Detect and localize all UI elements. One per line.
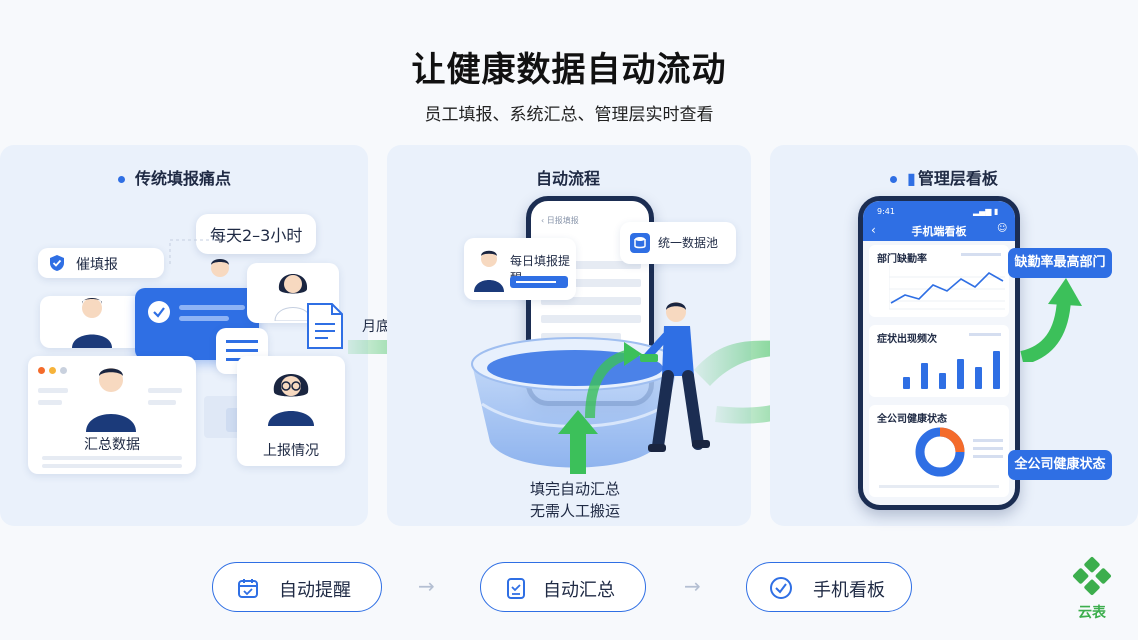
report-status-label: 上报情况	[263, 443, 319, 459]
green-arrow-up-right	[1020, 278, 1082, 362]
time-bubble: 每天2–3小时	[196, 214, 317, 254]
auto-summary-caption: 填完自动汇总 无需人工搬运	[500, 478, 650, 522]
status-time: 9:41	[877, 207, 895, 216]
dashboard-phone-header: 9:41 ▂▄▆ ▮ ‹ 手机端看板 ☺	[863, 201, 1015, 241]
unified-pool-label: 统一数据池	[658, 236, 719, 250]
panel-dashboard-title: ▮管理层看板	[890, 165, 998, 189]
avatar-woman-icon	[274, 274, 312, 321]
report-status-card: 上报情况	[237, 356, 345, 466]
bullet-dot	[118, 176, 125, 183]
remind-tag-label: 催填报	[76, 257, 118, 273]
unified-pool-card: 统一数据池	[620, 222, 736, 264]
company-health-section: 全公司健康状态	[869, 405, 1009, 497]
avatar-woman-glasses-icon	[268, 374, 314, 426]
brand-logo-text: 云表	[1078, 605, 1106, 621]
avatar-man-icon	[72, 298, 112, 348]
database-icon	[630, 233, 650, 253]
step-auto-reminder-label: 自动提醒	[279, 580, 351, 601]
absence-rate-section: 部门缺勤率	[869, 245, 1009, 317]
back-icon[interactable]: ‹	[871, 223, 876, 237]
remind-tag: 催填报	[38, 248, 164, 278]
green-curve-arrow	[585, 342, 642, 419]
step-auto-summary[interactable]: 自动汇总	[480, 562, 646, 612]
calendar-icon	[238, 579, 258, 598]
top-absence-dept-tag: 缺勤率最高部门	[1008, 248, 1112, 278]
step-mobile-dashboard[interactable]: 手机看板	[746, 562, 912, 612]
bookmark-icon: ▮	[907, 169, 916, 188]
summary-data-card: 汇总数据	[28, 356, 196, 474]
check-circle-icon	[148, 301, 170, 323]
phone-form-header: ‹ 日报填报	[541, 216, 579, 225]
company-health-tag: 全公司健康状态	[1008, 450, 1112, 480]
step-auto-reminder[interactable]: 自动提醒	[212, 562, 382, 612]
step-separator-2: →	[684, 574, 701, 598]
brand-logo-icon	[1073, 557, 1111, 595]
dashboard-phone-title: 手机端看板	[911, 225, 967, 238]
panel-dashboard-title-text: 管理层看板	[917, 169, 998, 188]
shield-check-icon	[50, 255, 64, 271]
employee-card-woman	[247, 263, 339, 323]
step-mobile-dashboard-label: 手机看板	[813, 580, 885, 601]
status-icons: ▂▄▆ ▮	[973, 207, 999, 216]
symptom-frequency-section: 症状出现频次	[869, 325, 1009, 397]
symptom-frequency-title: 症状出现频次	[877, 334, 937, 345]
health-donut-chart	[915, 427, 965, 477]
caption-line-1: 填完自动汇总	[529, 480, 620, 498]
panel-auto-flow-title: 自动流程	[535, 169, 600, 188]
panel-traditional-title: 传统填报痛点	[118, 165, 231, 189]
settings-icon[interactable]: ☺	[997, 223, 1008, 234]
person-walking-icon	[640, 302, 710, 452]
page-title: 让健康数据自动流动	[411, 50, 727, 90]
step-auto-summary-label: 自动汇总	[543, 580, 615, 601]
document-icon	[307, 303, 343, 349]
absence-rate-title: 部门缺勤率	[877, 254, 927, 265]
dashboard-phone: 9:41 ▂▄▆ ▮ ‹ 手机端看板 ☺ 部门缺勤率 症状出现频次 全公司健康状…	[858, 196, 1020, 510]
daily-reminder-card: 每日填报提醒	[464, 238, 576, 300]
bullet-dot	[890, 176, 897, 183]
step-separator-1: →	[418, 574, 435, 598]
avatar-manager-icon	[86, 368, 136, 432]
dashed-connector	[169, 239, 215, 266]
clipboard-icon	[507, 578, 525, 599]
page-subtitle: 员工填报、系统汇总、管理层实时查看	[424, 105, 714, 125]
absence-line-chart	[889, 265, 1005, 310]
company-health-title: 全公司健康状态	[877, 414, 947, 425]
panel-traditional-title-text: 传统填报痛点	[135, 169, 232, 188]
check-circle-icon	[770, 577, 792, 599]
summary-data-label: 汇总数据	[84, 437, 140, 453]
avatar-man-icon	[474, 250, 504, 292]
caption-line-2: 无需人工搬运	[529, 502, 620, 520]
green-arrow-up	[558, 410, 598, 474]
employee-card-1	[40, 296, 148, 348]
